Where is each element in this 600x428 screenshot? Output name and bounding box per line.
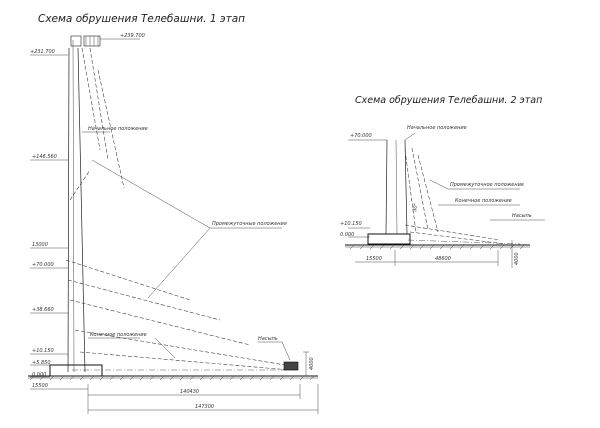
stage1-level-231700: +231.700 xyxy=(30,49,55,55)
stage1-label-final: Конечное положение xyxy=(90,332,147,338)
stage2-level-0000: 0.000 xyxy=(340,232,354,238)
stage1-dim-15500: 15500 xyxy=(32,383,48,389)
stage2-level-10150: +10.150 xyxy=(340,221,362,227)
stage1-tower-initial xyxy=(67,35,101,373)
stage1-level-239700: +239.700 xyxy=(120,33,145,39)
stage1-title: Схема обрушения Телебашни. 1 этап xyxy=(38,13,245,25)
stage1-level-0000: 0.000 xyxy=(32,372,46,378)
stage1-dim-140430: 140430 xyxy=(180,389,199,395)
stage1-dim-147300: 147300 xyxy=(195,404,214,410)
stage2-label-initial: Начальное положение xyxy=(407,125,467,131)
stage1-label-embankment: Насыпь xyxy=(258,336,278,342)
stage1-level-70000: +70.000 xyxy=(32,262,54,268)
stage2-dim-48600: 48600 xyxy=(435,256,451,262)
stage2-label-intermediate: Промежуточное положение xyxy=(450,182,524,188)
stage2-label-final: Конечное положение xyxy=(455,198,512,204)
stage1-dimensions xyxy=(30,384,319,414)
stage1-label-initial: Начальное положение xyxy=(88,126,148,132)
stage2-label-embankment: Насыпь xyxy=(512,213,532,219)
stage1-label-intermediate: Промежуточные положения xyxy=(212,221,287,227)
stage1-dim-4000: 4000 xyxy=(309,357,315,370)
stage2-level-70000: +70.000 xyxy=(350,133,372,139)
stage2-angle-label: 30° xyxy=(412,202,420,212)
stage2-dimensions xyxy=(355,250,499,266)
stage2-foundation xyxy=(345,233,530,268)
stage1-level-13000: 13000 xyxy=(32,242,48,248)
stage1-intermediate-positions xyxy=(65,47,300,371)
stage1-level-5850: +5.850 xyxy=(32,360,51,366)
stage2-tower xyxy=(385,139,521,245)
stage1-level-marks xyxy=(30,38,140,378)
stage1-level-146560: +146.560 xyxy=(32,154,57,160)
stage1-level-38660: +38.660 xyxy=(32,307,54,313)
stage2-title: Схема обрушения Телебашни. 2 этап xyxy=(355,95,542,106)
stage2-dim-4000: 4000 xyxy=(514,252,520,265)
stage1-level-10150: +10.150 xyxy=(32,348,54,354)
stage2-dim-15500: 15500 xyxy=(366,256,382,262)
stage1-foundation xyxy=(28,351,318,381)
stage2-level-marks xyxy=(348,132,545,238)
stage1-leaders xyxy=(82,131,291,361)
